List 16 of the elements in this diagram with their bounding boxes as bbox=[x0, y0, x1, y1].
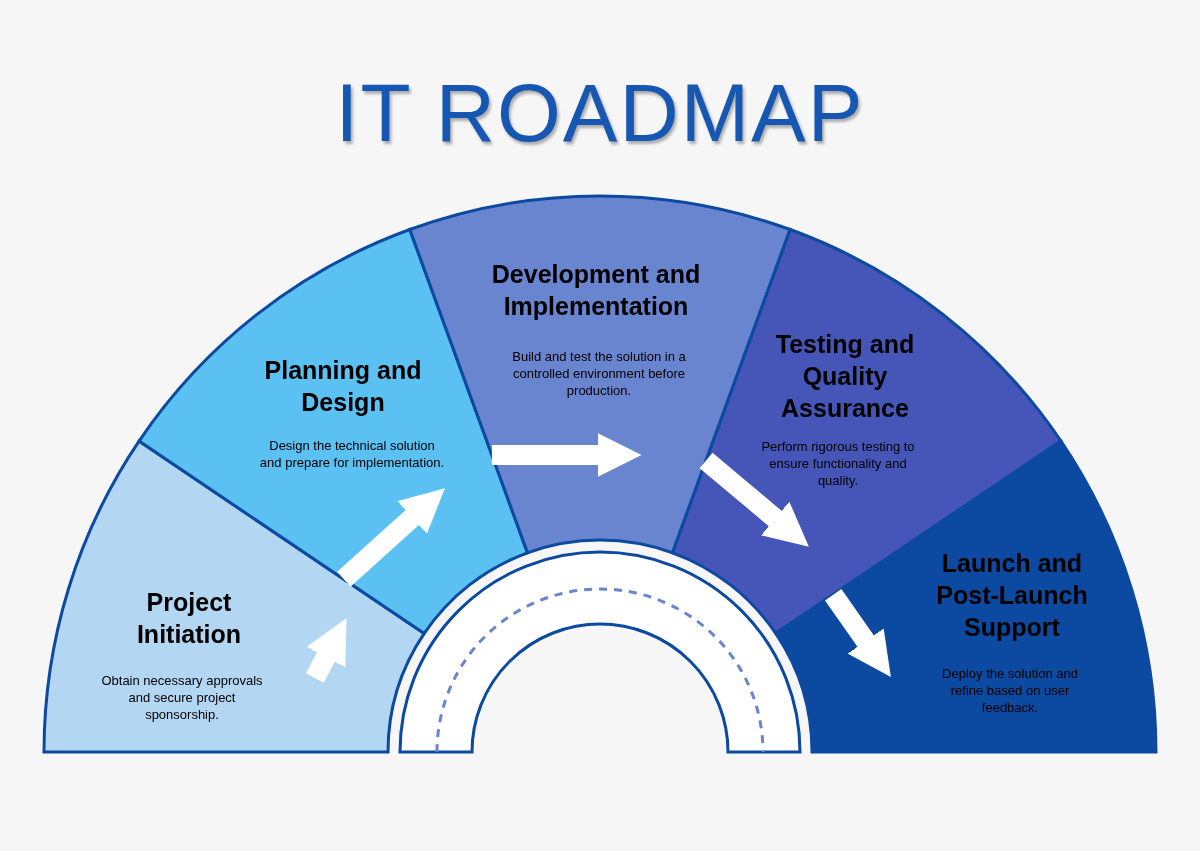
block-arrow bbox=[825, 589, 891, 678]
stage-description: Build and test the solution in a controlled environment before production. bbox=[511, 347, 687, 399]
stage-heading: Launch and Post-Launch Support bbox=[935, 548, 1089, 643]
stage-heading: Development and Implementation bbox=[490, 259, 702, 322]
block-arrow bbox=[491, 433, 642, 477]
stage-heading: Testing and Quality Assurance bbox=[774, 329, 916, 424]
stage-heading: Project Initiation bbox=[135, 587, 243, 650]
stage-heading: Planning and Design bbox=[263, 355, 423, 418]
block-arrow bbox=[699, 452, 809, 547]
stage-description: Deploy the solution and refine based on user feedback. bbox=[941, 664, 1079, 716]
stage-description: Design the technical solution and prepare for implementation. bbox=[258, 437, 446, 471]
stage-description: Obtain necessary approvals and secure project sponsorship. bbox=[100, 671, 264, 723]
diagram-title: IT ROADMAP bbox=[334, 66, 866, 160]
stage-description: Perform rigorous testing to ensure functionality and quality. bbox=[760, 437, 916, 489]
block-arrow bbox=[305, 618, 347, 683]
block-arrow bbox=[337, 488, 445, 587]
